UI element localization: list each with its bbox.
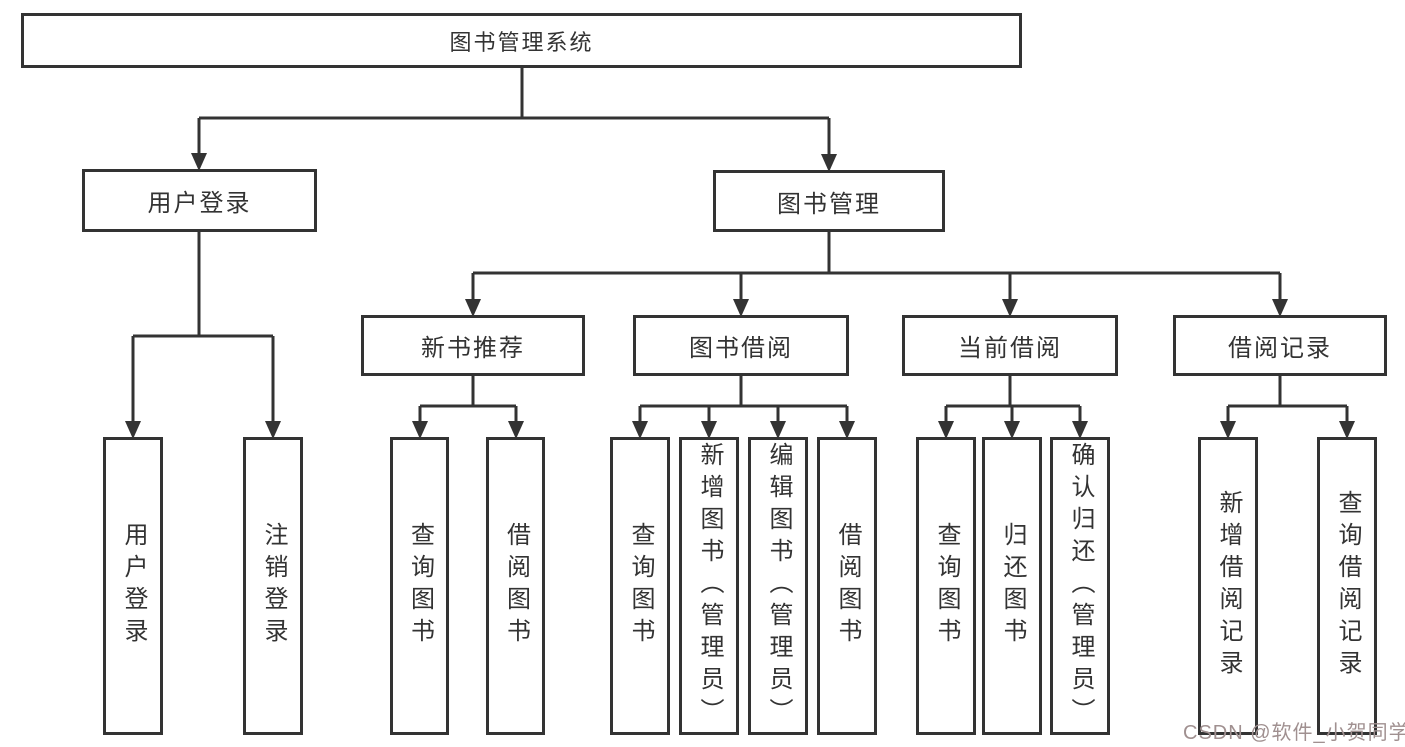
node-user-login-branch: 用户登录	[82, 169, 317, 232]
node-label: 用户登录	[120, 522, 147, 650]
connector-mgmt-to-groups	[471, 232, 1282, 302]
node-label: 借阅图书	[834, 522, 861, 650]
node-label: 查询图书	[933, 522, 960, 650]
leaf-borrow-books-recommend: 借阅图书	[486, 437, 545, 735]
leaf-borrow-books: 借阅图书	[817, 437, 877, 735]
node-label: 图书管理	[777, 190, 881, 218]
leaf-query-books-current: 查询图书	[916, 437, 976, 735]
leaf-user-login: 用户登录	[103, 437, 163, 735]
node-label: 确认归还（管理员）	[1067, 442, 1094, 730]
leaf-return-books: 归还图书	[982, 437, 1042, 735]
csdn-watermark: CSDN @软件_小贺同学	[1183, 722, 1405, 744]
leaf-confirm-return-admin: 确认归还（管理员）	[1050, 437, 1110, 735]
node-root-system: 图书管理系统	[21, 13, 1022, 68]
node-label: 图书管理系统	[449, 29, 594, 55]
leaf-logout: 注销登录	[243, 437, 303, 735]
leaf-query-borrow-record: 查询借阅记录	[1317, 437, 1377, 735]
node-borrowing-records: 借阅记录	[1173, 315, 1387, 376]
node-label: 新增借阅记录	[1215, 490, 1242, 682]
node-current-borrowing: 当前借阅	[902, 315, 1118, 376]
leaf-edit-books-admin: 编辑图书（管理员）	[748, 437, 808, 735]
connector-records-to-leaves	[1226, 376, 1349, 424]
node-label: 借阅记录	[1228, 335, 1332, 362]
node-label: 新书推荐	[421, 335, 525, 362]
connector-current-to-leaves	[944, 376, 1082, 424]
connector-login-to-leaves	[131, 232, 275, 424]
node-label: 图书借阅	[689, 335, 793, 362]
node-label: 查询借阅记录	[1334, 490, 1361, 682]
node-label: 查询图书	[627, 522, 654, 650]
node-book-borrowing: 图书借阅	[633, 315, 849, 376]
node-new-book-recommend: 新书推荐	[361, 315, 585, 376]
connector-recommend-to-leaves	[418, 376, 518, 424]
node-label: 查询图书	[406, 522, 434, 650]
node-label: 归还图书	[999, 522, 1026, 650]
leaf-query-books-recommend: 查询图书	[390, 437, 449, 735]
node-label: 当前借阅	[958, 335, 1062, 362]
connector-borrow-to-leaves	[638, 376, 849, 424]
node-label: 新增图书（管理员）	[696, 442, 723, 730]
connector-root-to-level2	[197, 68, 831, 157]
node-book-management-branch: 图书管理	[713, 170, 945, 232]
leaf-add-books-admin: 新增图书（管理员）	[679, 437, 739, 735]
node-label: 借阅图书	[502, 522, 530, 650]
node-label: 编辑图书（管理员）	[765, 442, 792, 730]
leaf-query-books-borrow: 查询图书	[610, 437, 670, 735]
leaf-add-borrow-record: 新增借阅记录	[1198, 437, 1258, 735]
node-label: 注销登录	[260, 522, 287, 650]
node-label: 用户登录	[147, 190, 252, 217]
